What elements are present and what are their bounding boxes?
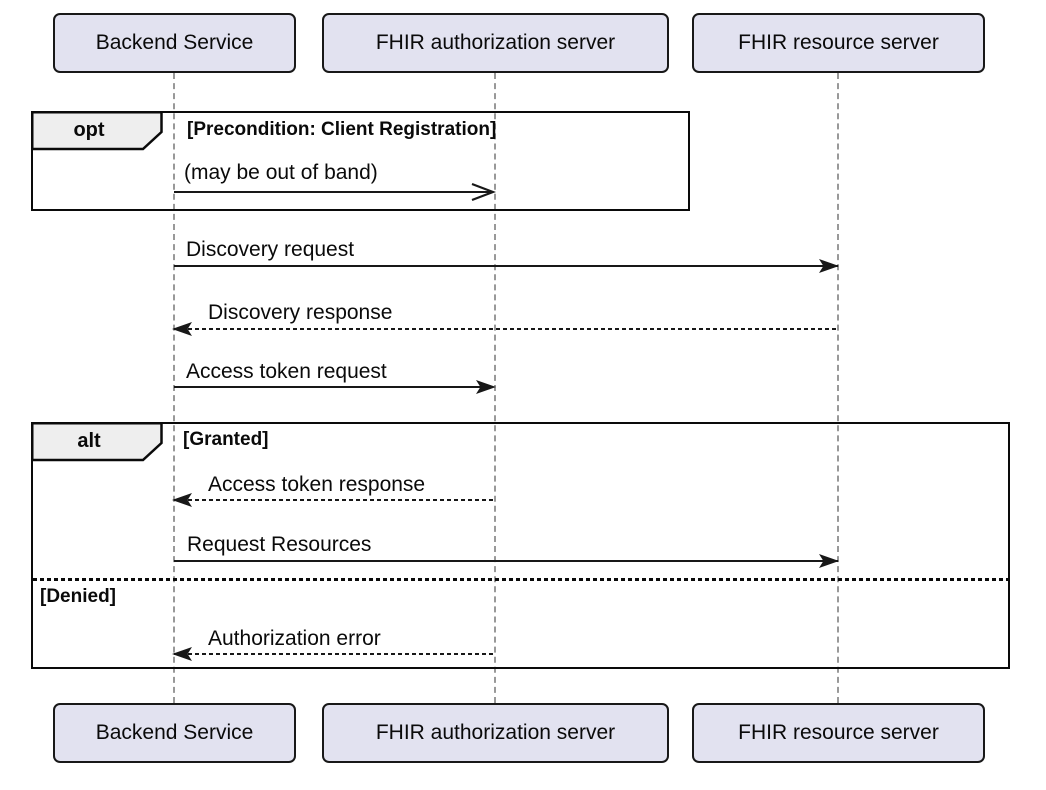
message-line — [174, 328, 838, 330]
message-line — [174, 560, 838, 562]
message-line — [174, 265, 838, 267]
message-label: Request Resources — [187, 533, 372, 556]
participant-label: FHIR authorization server — [375, 721, 616, 744]
fragment-alt: alt — [30, 421, 1010, 669]
participant-top-resource-server: FHIR resource server — [692, 13, 985, 73]
fragment-alt-guard-granted: [Granted] — [183, 429, 269, 450]
participant-bottom-backend-service: Backend Service — [53, 703, 296, 763]
message-label: Discovery response — [208, 301, 393, 324]
fragment-alt-header-pentagon — [30, 421, 163, 461]
message-line — [174, 653, 495, 655]
fragment-alt-guard-denied: [Denied] — [40, 586, 116, 607]
message-label: Access token request — [186, 360, 387, 383]
participant-top-backend-service: Backend Service — [53, 13, 296, 73]
participant-bottom-authorization-server: FHIR authorization server — [322, 703, 669, 763]
lifeline-resource-server — [837, 73, 839, 703]
participant-top-authorization-server: FHIR authorization server — [322, 13, 669, 73]
participant-label: Backend Service — [95, 721, 254, 744]
message-label: Access token response — [208, 473, 426, 496]
message-line — [174, 191, 490, 193]
message-label: Authorization error — [208, 627, 381, 650]
open-arrowhead-icon — [471, 182, 496, 202]
participant-label: FHIR resource server — [738, 721, 939, 744]
fragment-alt-operator: alt — [77, 430, 101, 452]
fragment-opt-guard: [Precondition: Client Registration] — [187, 119, 497, 140]
message-label: Discovery request — [186, 238, 355, 261]
lifeline-authorization-server — [494, 73, 496, 703]
message-line — [174, 499, 495, 501]
participant-label: Backend Service — [95, 31, 254, 54]
fragment-opt-header-pentagon — [30, 110, 163, 150]
fragment-opt-operator: opt — [73, 119, 105, 141]
participant-label: FHIR authorization server — [375, 31, 616, 54]
participant-bottom-resource-server: FHIR resource server — [692, 703, 985, 763]
message-label: (may be out of band) — [184, 161, 378, 184]
message-line — [174, 386, 486, 388]
lifeline-backend-service — [173, 73, 175, 703]
fragment-opt: opt — [30, 110, 690, 211]
participant-label: FHIR resource server — [738, 31, 939, 54]
fragment-alt-divider — [33, 578, 1008, 581]
